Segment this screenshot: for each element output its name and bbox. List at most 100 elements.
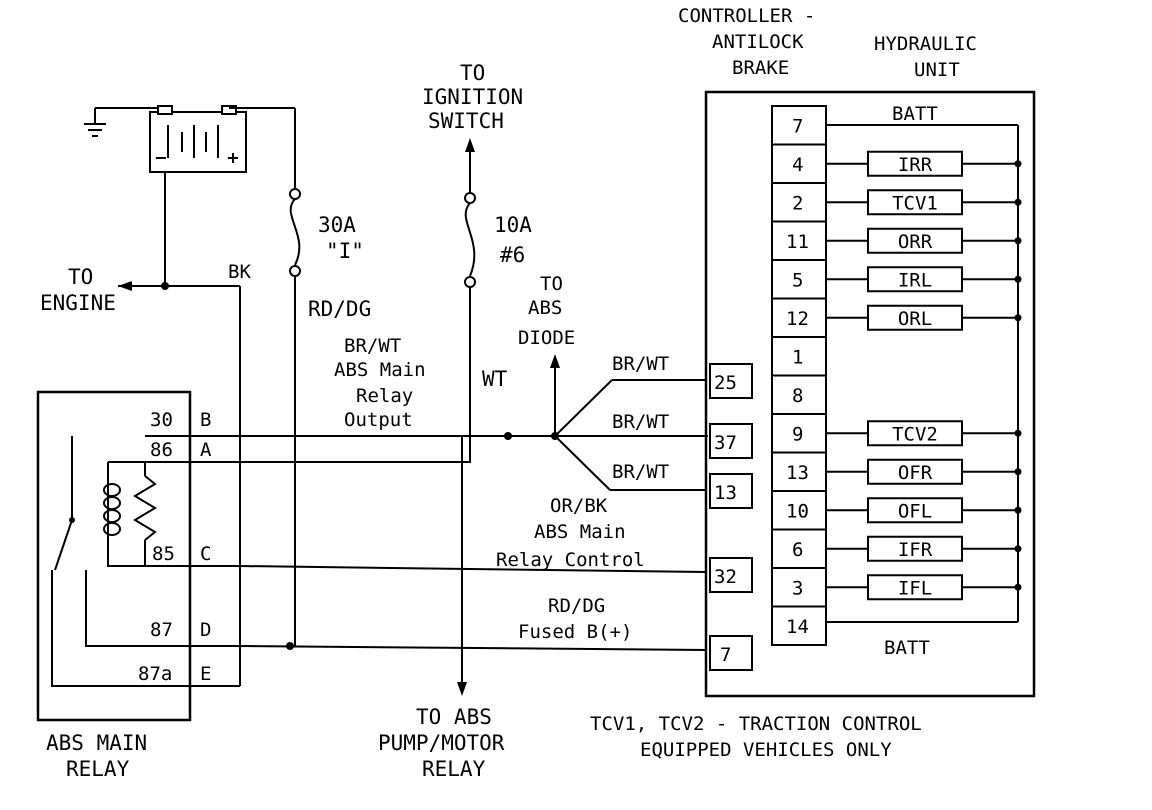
bk-wire-label: BK	[228, 261, 251, 283]
hcu-solenoid-label: IFR	[898, 539, 933, 561]
hcu-solenoid-label: IFL	[898, 577, 932, 599]
pump-relay-label-line1: TO ABS	[416, 705, 492, 729]
hcu-pin-cell	[771, 259, 827, 300]
hcu-pin-number: 2	[792, 192, 803, 214]
engine-label-line2: ENGINE	[40, 291, 116, 315]
engine-junction-dot	[161, 282, 169, 290]
hcu-label-line1: HYDRAULIC	[874, 33, 977, 55]
relay-label-line1: ABS MAIN	[46, 731, 147, 755]
hcu-solenoid-label: IRR	[898, 154, 933, 176]
fuse-10a-name: #6	[500, 243, 525, 267]
pump-relay-label-line2: PUMP/MOTOR	[378, 731, 505, 755]
ignition-label-line3: SWITCH	[428, 109, 504, 133]
hcu-pin-row-2: 2 TCV1	[771, 182, 1022, 223]
engine-label-line1: TO	[68, 265, 93, 289]
br-wt-37-label: BR/WT	[612, 411, 669, 433]
hcu-pin-row-3: 3 IFL	[771, 567, 1022, 608]
br-wt-output-line2: ABS Main	[334, 359, 426, 381]
abs-main-relay-box	[36, 390, 192, 722]
hcu-solenoid-box	[867, 497, 963, 524]
ground-symbol	[84, 108, 106, 137]
relay-switch-blade	[54, 519, 73, 571]
hcu-pin-row-11: 11 ORR	[771, 220, 1022, 261]
hcu-pin-number: 9	[792, 423, 803, 445]
hcu-pin-cell	[771, 374, 827, 415]
hcu-pin-cell	[771, 605, 827, 646]
hcu-label-line2: UNIT	[914, 59, 960, 81]
relay-no-contact	[85, 570, 240, 647]
hcu-pin-cell	[771, 105, 827, 146]
wt-label: WT	[482, 367, 508, 391]
hcu-solenoid-label: TCV1	[892, 192, 938, 214]
svg-text:25: 25	[714, 372, 737, 394]
relay-coil-frame	[107, 462, 240, 567]
controller-pin-32: 32	[709, 557, 753, 593]
fuse-10a-rating: 10A	[494, 213, 532, 237]
hcu-pin-number: 5	[792, 269, 803, 291]
ignition-label-line1: TO	[460, 61, 485, 85]
fuse-30a-rating: 30A	[318, 213, 356, 237]
relay-resistor-icon	[133, 462, 157, 566]
relay-nc-contact	[51, 570, 240, 687]
terminal-87: 87	[150, 619, 173, 641]
hcu-pin-cell	[771, 451, 827, 492]
rd-dg-label: RD/DG	[308, 297, 371, 321]
hcu-pin-number: 1	[792, 346, 803, 368]
hcu-solenoid-label: OFL	[898, 500, 932, 522]
hcu-pin-number: 7	[792, 115, 803, 137]
hcu-solenoid-label: TCV2	[892, 423, 938, 445]
hcu-solenoid-label: ORR	[898, 231, 933, 253]
wt-junction-dot	[504, 432, 512, 440]
relay-label-line2: RELAY	[66, 757, 130, 781]
or-bk-label-line1: OR/BK	[550, 495, 608, 517]
batt-top-label: BATT	[892, 103, 938, 125]
hcu-pin-row-8: 8	[771, 374, 827, 415]
terminal-87a: 87a	[138, 663, 172, 685]
svg-text:7: 7	[720, 644, 731, 666]
hcu-solenoid-label: ORL	[898, 308, 932, 330]
controller-label-line2: ANTILOCK	[712, 31, 804, 53]
hcu-pin-number: 4	[792, 154, 803, 176]
hcu-solenoid-box	[867, 150, 963, 177]
diode-label-line3: DIODE	[518, 327, 575, 349]
or-bk-label-line2: ABS Main	[534, 521, 626, 543]
fuse-30a-name: "I"	[326, 239, 364, 263]
engine-arrow-icon	[118, 281, 132, 291]
controller-box	[704, 90, 1036, 698]
wt-wire	[108, 287, 471, 463]
relay-coil-icon	[103, 483, 121, 536]
controller-pin-25: 25	[709, 363, 753, 399]
diode-label-line1: TO	[540, 273, 563, 295]
svg-text:13: 13	[714, 482, 737, 504]
hcu-pin-row-6: 6 IFR	[771, 528, 1022, 569]
hcu-solenoid-box	[867, 535, 963, 562]
terminal-d: D	[200, 619, 211, 641]
controller-label-line3: BRAKE	[732, 57, 789, 79]
br-wt-13-wire	[554, 435, 611, 491]
controller-label-line1: CONTROLLER -	[678, 5, 815, 27]
hcu-solenoid-label: IRL	[898, 269, 932, 291]
hcu-pin-number: 8	[792, 385, 803, 407]
svg-text:37: 37	[714, 432, 737, 454]
controller-pin-13: 13	[709, 473, 753, 509]
hcu-pin-number: 6	[792, 539, 803, 561]
hcu-pin-row-5: 5 IRL	[771, 259, 1022, 300]
terminal-85: 85	[152, 543, 175, 565]
terminal-30: 30	[150, 409, 173, 431]
relay-contact-dot	[69, 517, 75, 523]
ignition-label-line2: IGNITION	[422, 85, 523, 109]
note-line2: EQUIPPED VEHICLES ONLY	[640, 739, 892, 761]
br-wt-13-label: BR/WT	[612, 461, 669, 483]
hcu-pin-number: 3	[792, 577, 803, 599]
hcu-pin-number: 11	[786, 231, 809, 253]
fuse-10a-icon	[464, 192, 476, 288]
hcu-solenoid-label: OFR	[898, 462, 933, 484]
hcu-pin-row-1: 1	[771, 336, 827, 377]
terminal-c: C	[200, 543, 211, 565]
pump-relay-arrow-icon	[457, 682, 467, 696]
hcu-pin-row-7: 7	[771, 105, 827, 146]
br-wt-output-line3: Relay	[356, 385, 413, 407]
